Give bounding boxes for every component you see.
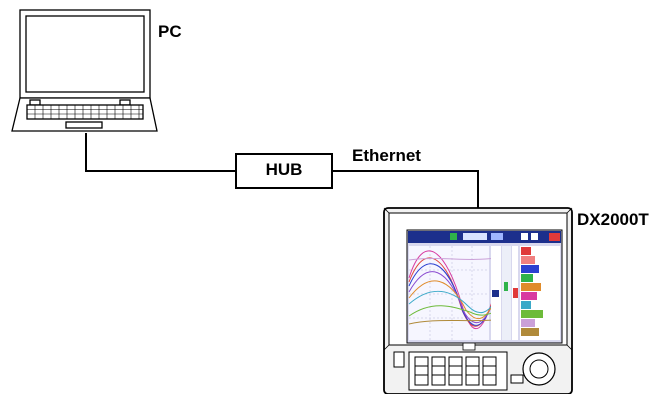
pc-to-hub-cable [85,133,236,172]
pc-label: PC [158,22,182,41]
hub-box [235,153,333,189]
ethernet-label: Ethernet [352,146,421,165]
connection-lines [85,133,479,210]
recorder-icon [383,207,573,394]
hub-to-recorder-cable [332,170,479,210]
hub-label: HUB [265,160,303,179]
laptop-icon [11,9,158,132]
recorder-label: DX2000T [577,210,649,229]
